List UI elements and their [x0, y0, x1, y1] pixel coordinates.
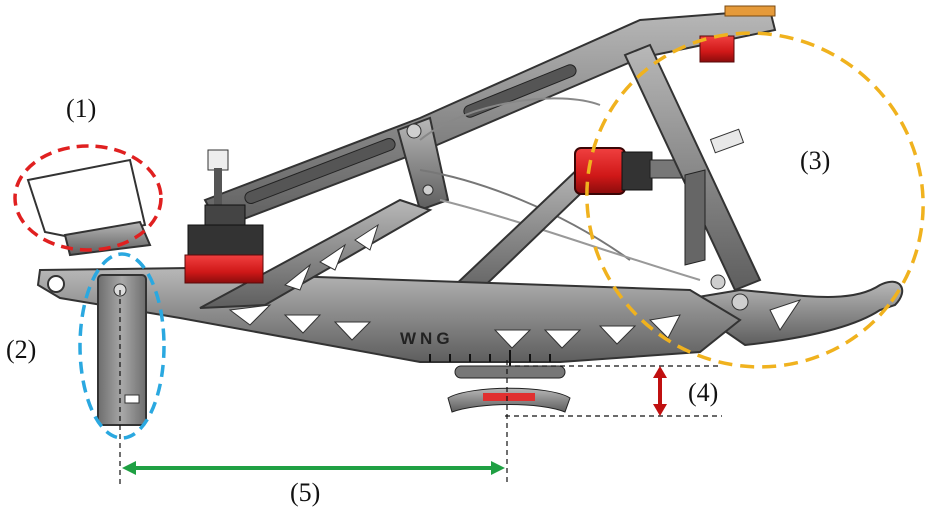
dimension-5 [119, 290, 508, 485]
swivel-base [447, 365, 571, 413]
top-orange-tab [724, 5, 776, 17]
callout-circle-1 [13, 144, 163, 252]
dimension-4 [505, 365, 722, 417]
label-2: (2) [6, 335, 37, 364]
label-5: (5) [290, 478, 321, 507]
rear-strut [623, 43, 762, 292]
brand-text: WNG [400, 329, 454, 348]
cutout [769, 299, 802, 331]
front-motor [184, 149, 264, 284]
rocker-link [396, 116, 450, 212]
upper-arm [203, 8, 777, 230]
pivot [731, 293, 749, 311]
label-4: (4) [688, 378, 719, 407]
label-3: (3) [800, 146, 831, 175]
cable [419, 97, 601, 141]
front-leg [97, 274, 147, 426]
label-1: (1) [66, 94, 97, 123]
cable [419, 169, 631, 261]
callout-circle-2 [78, 252, 166, 440]
scale-ticks [429, 350, 551, 366]
motor-actuator [574, 128, 745, 195]
cable [439, 199, 701, 281]
